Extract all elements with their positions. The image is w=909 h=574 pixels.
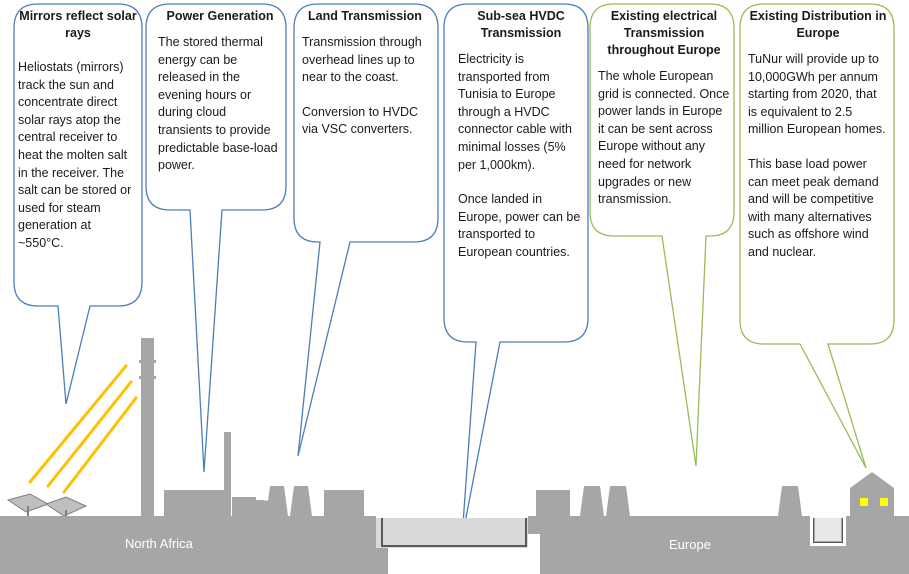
power-plant <box>164 432 364 520</box>
bubble-shape-power <box>145 3 287 473</box>
sea <box>376 518 528 548</box>
bubble-europe-transmission: Existing electrical Transmission through… <box>598 8 730 209</box>
bubble-text-power-generation: The stored thermal energy can be release… <box>158 35 278 173</box>
region-label-europe: Europe <box>669 537 711 552</box>
bubble-title-europe-transmission: Existing electrical Transmission through… <box>607 9 721 57</box>
house-window-right <box>880 498 888 506</box>
bubble-shape-mirrors <box>13 3 143 405</box>
bubble-text-mirrors: Heliostats (mirrors) track the sun and c… <box>18 60 132 250</box>
subsea-cable <box>381 518 527 547</box>
bubble-europe-distribution: Existing Distribution in Europe TuNur wi… <box>748 8 888 262</box>
bubble-text-europe-transmission: The whole European grid is connected. On… <box>598 69 730 207</box>
bubble-title-mirrors: Mirrors reflect solar rays <box>19 9 137 40</box>
solar-rays <box>28 364 138 494</box>
bubble-text-land-transmission-2: Conversion to HVDC via VSC converters. <box>302 104 419 137</box>
bubble-text-subsea-hvdc-2: Once landed in Europe, power can be tran… <box>458 192 581 259</box>
pylon-silhouettes-europe <box>580 486 802 516</box>
pylon-silhouettes-africa <box>266 486 312 516</box>
bubble-text-land-transmission-1: Transmission through overhead lines up t… <box>302 35 422 85</box>
bubble-title-subsea-hvdc: Sub-sea HVDC Transmission <box>477 9 565 40</box>
bubble-title-europe-distribution: Existing Distribution in Europe <box>749 9 887 40</box>
bubble-shape-subsea <box>443 3 589 539</box>
bubble-text-europe-distribution-2: This base load power can meet peak deman… <box>748 156 879 259</box>
bubble-shape-land <box>293 3 439 457</box>
bubble-shape-europe-distribution <box>739 3 895 469</box>
bubble-title-power-generation: Power Generation <box>166 9 274 23</box>
bubble-text-subsea-hvdc-1: Electricity is transported from Tunisia … <box>458 52 572 172</box>
bubble-mirrors: Mirrors reflect solar rays Heliostats (m… <box>18 8 138 253</box>
ground-europe <box>528 516 909 574</box>
converter-station-europe <box>536 490 570 520</box>
house-window-left <box>860 498 868 506</box>
bubble-subsea-hvdc: Sub-sea HVDC Transmission Electricity is… <box>458 8 584 262</box>
bubble-title-land-transmission: Land Transmission <box>308 9 422 23</box>
bubble-land-transmission: Land Transmission Transmission through o… <box>302 8 432 139</box>
region-label-north-africa: North Africa <box>125 536 193 551</box>
ground-north-africa <box>0 516 388 574</box>
solar-tower <box>139 338 156 518</box>
bubble-shape-europe-transmission <box>589 3 735 467</box>
bubble-power-generation: Power Generation The stored thermal ener… <box>158 8 282 175</box>
european-house <box>850 472 894 520</box>
heliostat-mirrors <box>6 493 88 518</box>
bubble-text-europe-distribution-1: TuNur will provide up to 10,000GWh per a… <box>748 52 886 137</box>
distribution-trench <box>814 518 842 542</box>
